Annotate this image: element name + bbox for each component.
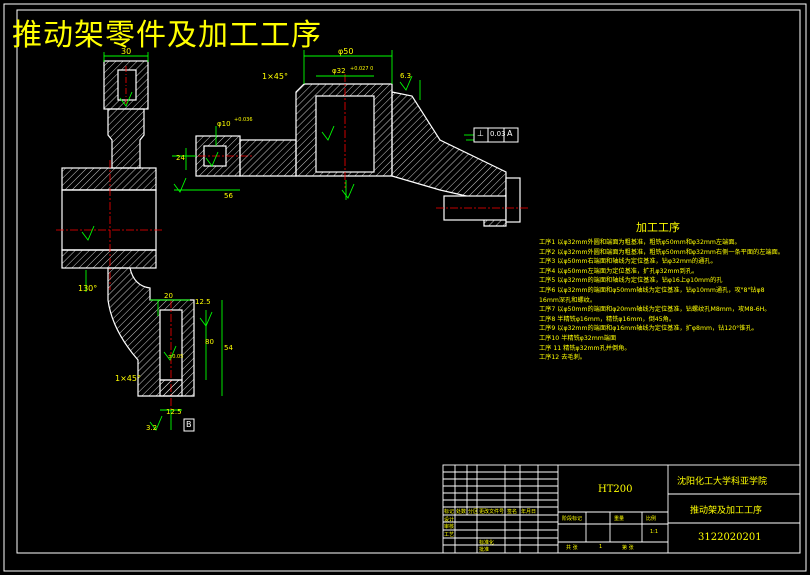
process-step: 工序4 以φ50mm左端面为定位基准，扩孔φ32mm到孔。	[539, 267, 699, 275]
dim-top-width: 30	[121, 47, 132, 56]
tb-row-label: 分区	[468, 509, 479, 515]
geometric-tolerance-frame	[473, 127, 519, 143]
tb-row-label: 年月日	[521, 509, 537, 515]
process-step: 工序2 以φ32mm外圆和端面为粗基准，粗铣φ50mm和φ32mm右侧一条平面的…	[539, 248, 784, 256]
process-heading: 加工工序	[636, 221, 680, 234]
inner-frame	[16, 9, 801, 554]
process-step: 工序3 以φ50mm右端面和轴线为定位基准，钻φ32mm的通孔。	[539, 258, 717, 266]
dim-angle: 130°	[78, 284, 98, 293]
title-block	[442, 464, 801, 554]
tb-row-label: 处数	[456, 509, 467, 515]
dimension-lines	[85, 50, 474, 430]
roughness-c: 12.5	[166, 408, 182, 416]
dim-lower-width: 20	[164, 292, 173, 300]
dim-front-width: φ50	[338, 47, 354, 56]
gtol-symbol: ⊥	[477, 129, 484, 138]
tb-school: 沈阳化工大学科亚学院	[677, 477, 768, 487]
roughness-symbols	[81, 75, 413, 431]
dim-chamfer-top: 1×45°	[262, 72, 288, 81]
process-list: 工序1 以φ32mm外圆和端面为粗基准，粗铣φ50mm和φ32mm左端面。 工序…	[539, 238, 784, 363]
tb-row-label: 标记	[444, 509, 455, 515]
dim-left-len: 56	[224, 192, 233, 200]
tb-label-design: 设计	[444, 517, 455, 523]
left-view	[56, 60, 195, 410]
dim-side-bore: φ10	[217, 120, 231, 128]
dim-lower-total: 54	[224, 344, 233, 352]
dim-bore-tol: +0.027 0	[350, 66, 374, 72]
tb-label-weight: 重量	[614, 516, 625, 522]
tb-part-name: 推动架及加工工序	[690, 506, 763, 516]
tb-drawing-no: 3122020201	[698, 532, 762, 543]
tb-label-scale: 比例	[646, 516, 657, 522]
dim-lower-tol: ±0.05	[168, 354, 184, 360]
tb-label-process: 工艺	[444, 532, 455, 538]
roughness-b: 12.5	[195, 298, 211, 306]
outer-frame	[3, 3, 807, 572]
tb-sheet: 1	[599, 544, 603, 550]
tb-label-approve: 批准	[479, 547, 490, 553]
roughness-a: 6.3	[400, 72, 412, 80]
dim-side-depth: 24	[176, 154, 185, 162]
roughness-d: 3.2	[146, 424, 158, 432]
process-step: 工序12 去毛刺。	[539, 354, 586, 362]
gtol-value: 0.03	[490, 130, 506, 138]
front-view	[184, 74, 528, 227]
tb-label-sheet-no: 第 张	[622, 545, 634, 551]
gtol-datum: A	[507, 129, 513, 138]
tb-label-stage: 阶段标记	[562, 516, 583, 522]
datum-box	[183, 418, 195, 432]
process-step: 工序5 以φ32mm的端面和轴线为定位基准，钻φ16上φ10mm的孔	[539, 277, 723, 285]
process-step: 工序 11 精铣φ32mm孔并倒角。	[539, 344, 631, 352]
datum-label: B	[186, 420, 192, 429]
tb-row-label: 签名	[507, 509, 518, 515]
tb-scale: 1:1	[650, 529, 659, 535]
dim-chamfer-bottom: 1×45°	[115, 374, 141, 383]
process-step: 工序1 以φ32mm外圆和端面为粗基准，粗铣φ50mm和φ32mm左端面。	[539, 239, 741, 246]
process-step: 工序8 半精铣φ16mm，精铣φ16mm，倒45角。	[539, 315, 676, 323]
tb-row-label: 更改文件号	[479, 509, 505, 515]
tb-label-review: 审核	[444, 524, 455, 530]
process-step: 工序7 以φ50mm的端面和φ20mm轴线为定位基准，钻螺纹孔M8mm，攻M8-…	[539, 306, 771, 314]
tb-label-standard: 标准化	[479, 540, 495, 546]
tb-material: HT200	[598, 484, 633, 495]
dim-lower-height: 80	[205, 338, 214, 346]
tb-label-total-sheets: 共 张	[566, 545, 578, 551]
dim-side-tol: +0.036	[234, 117, 253, 123]
dim-front-bore: φ32	[332, 67, 346, 75]
process-step: 工序6 以φ32mm的端面和φ50mm轴线为定位基准，钻φ10mm通孔，攻"8"…	[539, 286, 765, 304]
process-step: 工序9 以φ32mm的端面和φ16mm轴线为定位基准，扩φ8mm，钻120°锥孔…	[539, 325, 758, 333]
drawing-title: 推动架零件及加工工序	[12, 18, 322, 53]
process-step: 工序10 半精铣φ32mm端面	[539, 334, 617, 342]
